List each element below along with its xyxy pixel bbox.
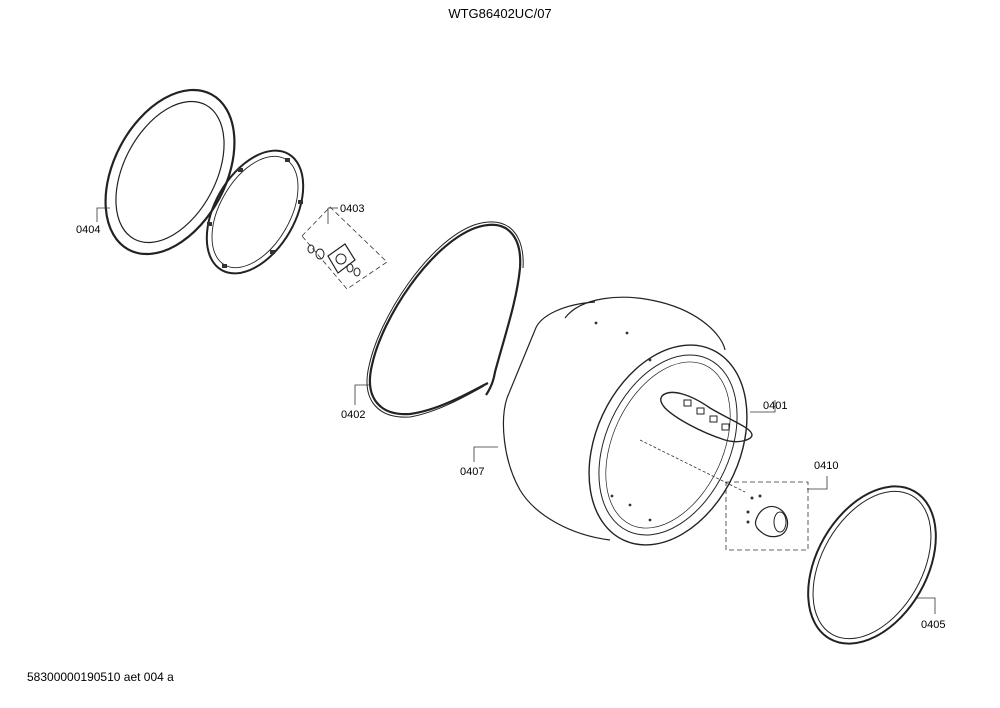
front-ring-0404[interactable]	[79, 68, 261, 276]
callout-0404: 0404	[76, 224, 101, 236]
diagram-code: 58300000190510 aet 004 a	[27, 670, 174, 684]
callout-0403: 0403	[340, 203, 365, 215]
drum-lifter-0401[interactable]	[660, 391, 753, 443]
callout-0410: 0410	[814, 460, 839, 472]
callout-0405: 0405	[921, 619, 946, 631]
model-number: WTG86402UC/07	[448, 6, 552, 21]
callout-0401: 0401	[763, 400, 788, 412]
callout-0407: 0407	[460, 466, 485, 478]
seal-ring-with-clips[interactable]	[187, 134, 323, 290]
rear-ring-0405[interactable]	[782, 464, 962, 666]
drum-shaft-0410[interactable]	[725, 481, 809, 551]
drum-gasket-0402[interactable]	[366, 221, 524, 418]
leader-lines	[96, 207, 936, 614]
bearing-assembly-0403[interactable]	[301, 206, 388, 290]
drum-0407[interactable]	[502, 296, 777, 570]
callout-0402: 0402	[341, 409, 366, 421]
